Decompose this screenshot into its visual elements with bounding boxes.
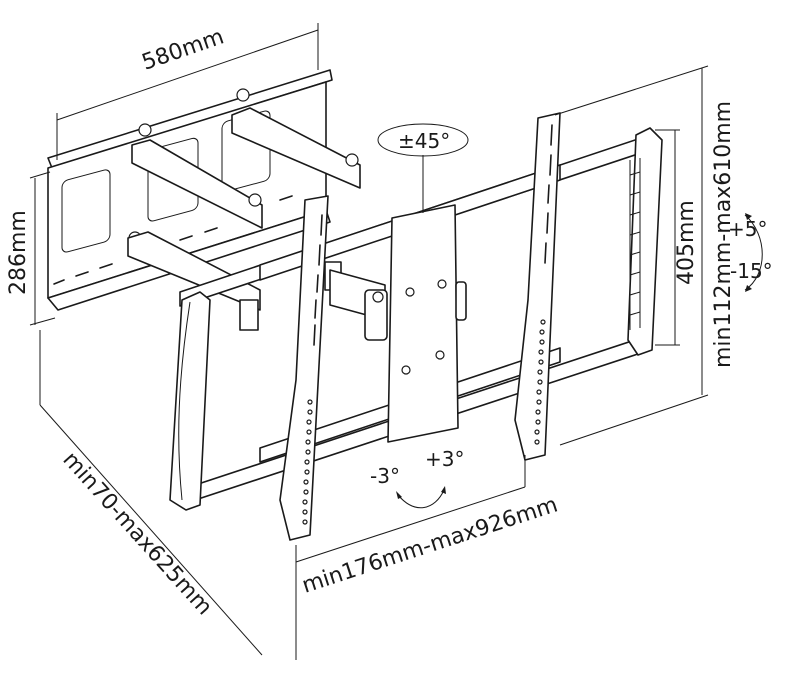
label-tilt-up: +5° (728, 217, 767, 241)
left-end-bracket (169, 291, 211, 511)
center-mount-plate (387, 204, 467, 443)
level-arrow-icon (397, 489, 445, 509)
right-bracket-ladder (629, 158, 641, 330)
label-rail-height: 405mm (674, 200, 699, 285)
label-level-plus: +3° (425, 447, 464, 471)
label-wall-plate-height: 286mm (6, 210, 31, 295)
label-wall-plate-width: 580mm (139, 24, 227, 75)
label-swivel-angle: ±45° (398, 129, 450, 153)
right-end-bracket (627, 127, 663, 356)
swivel-arrow-icon (377, 123, 469, 157)
left-tv-bracket (279, 195, 329, 541)
dimension-lines (29, 23, 709, 660)
right-tv-bracket (514, 112, 561, 461)
wall-plate-slots (53, 195, 293, 285)
tilt-arrow-icon (744, 214, 763, 291)
left-tv-bracket-holes (302, 214, 323, 525)
label-vertical-spacing: min112mm-max610mm (711, 101, 736, 368)
label-tilt-down: -15° (730, 259, 773, 283)
articulating-arms (127, 107, 388, 341)
label-horizontal-spacing: min176mm-max926mm (299, 492, 561, 598)
label-level-minus: -3° (370, 464, 400, 488)
rotation-arrows (377, 123, 763, 509)
right-tv-bracket-holes (534, 124, 553, 445)
